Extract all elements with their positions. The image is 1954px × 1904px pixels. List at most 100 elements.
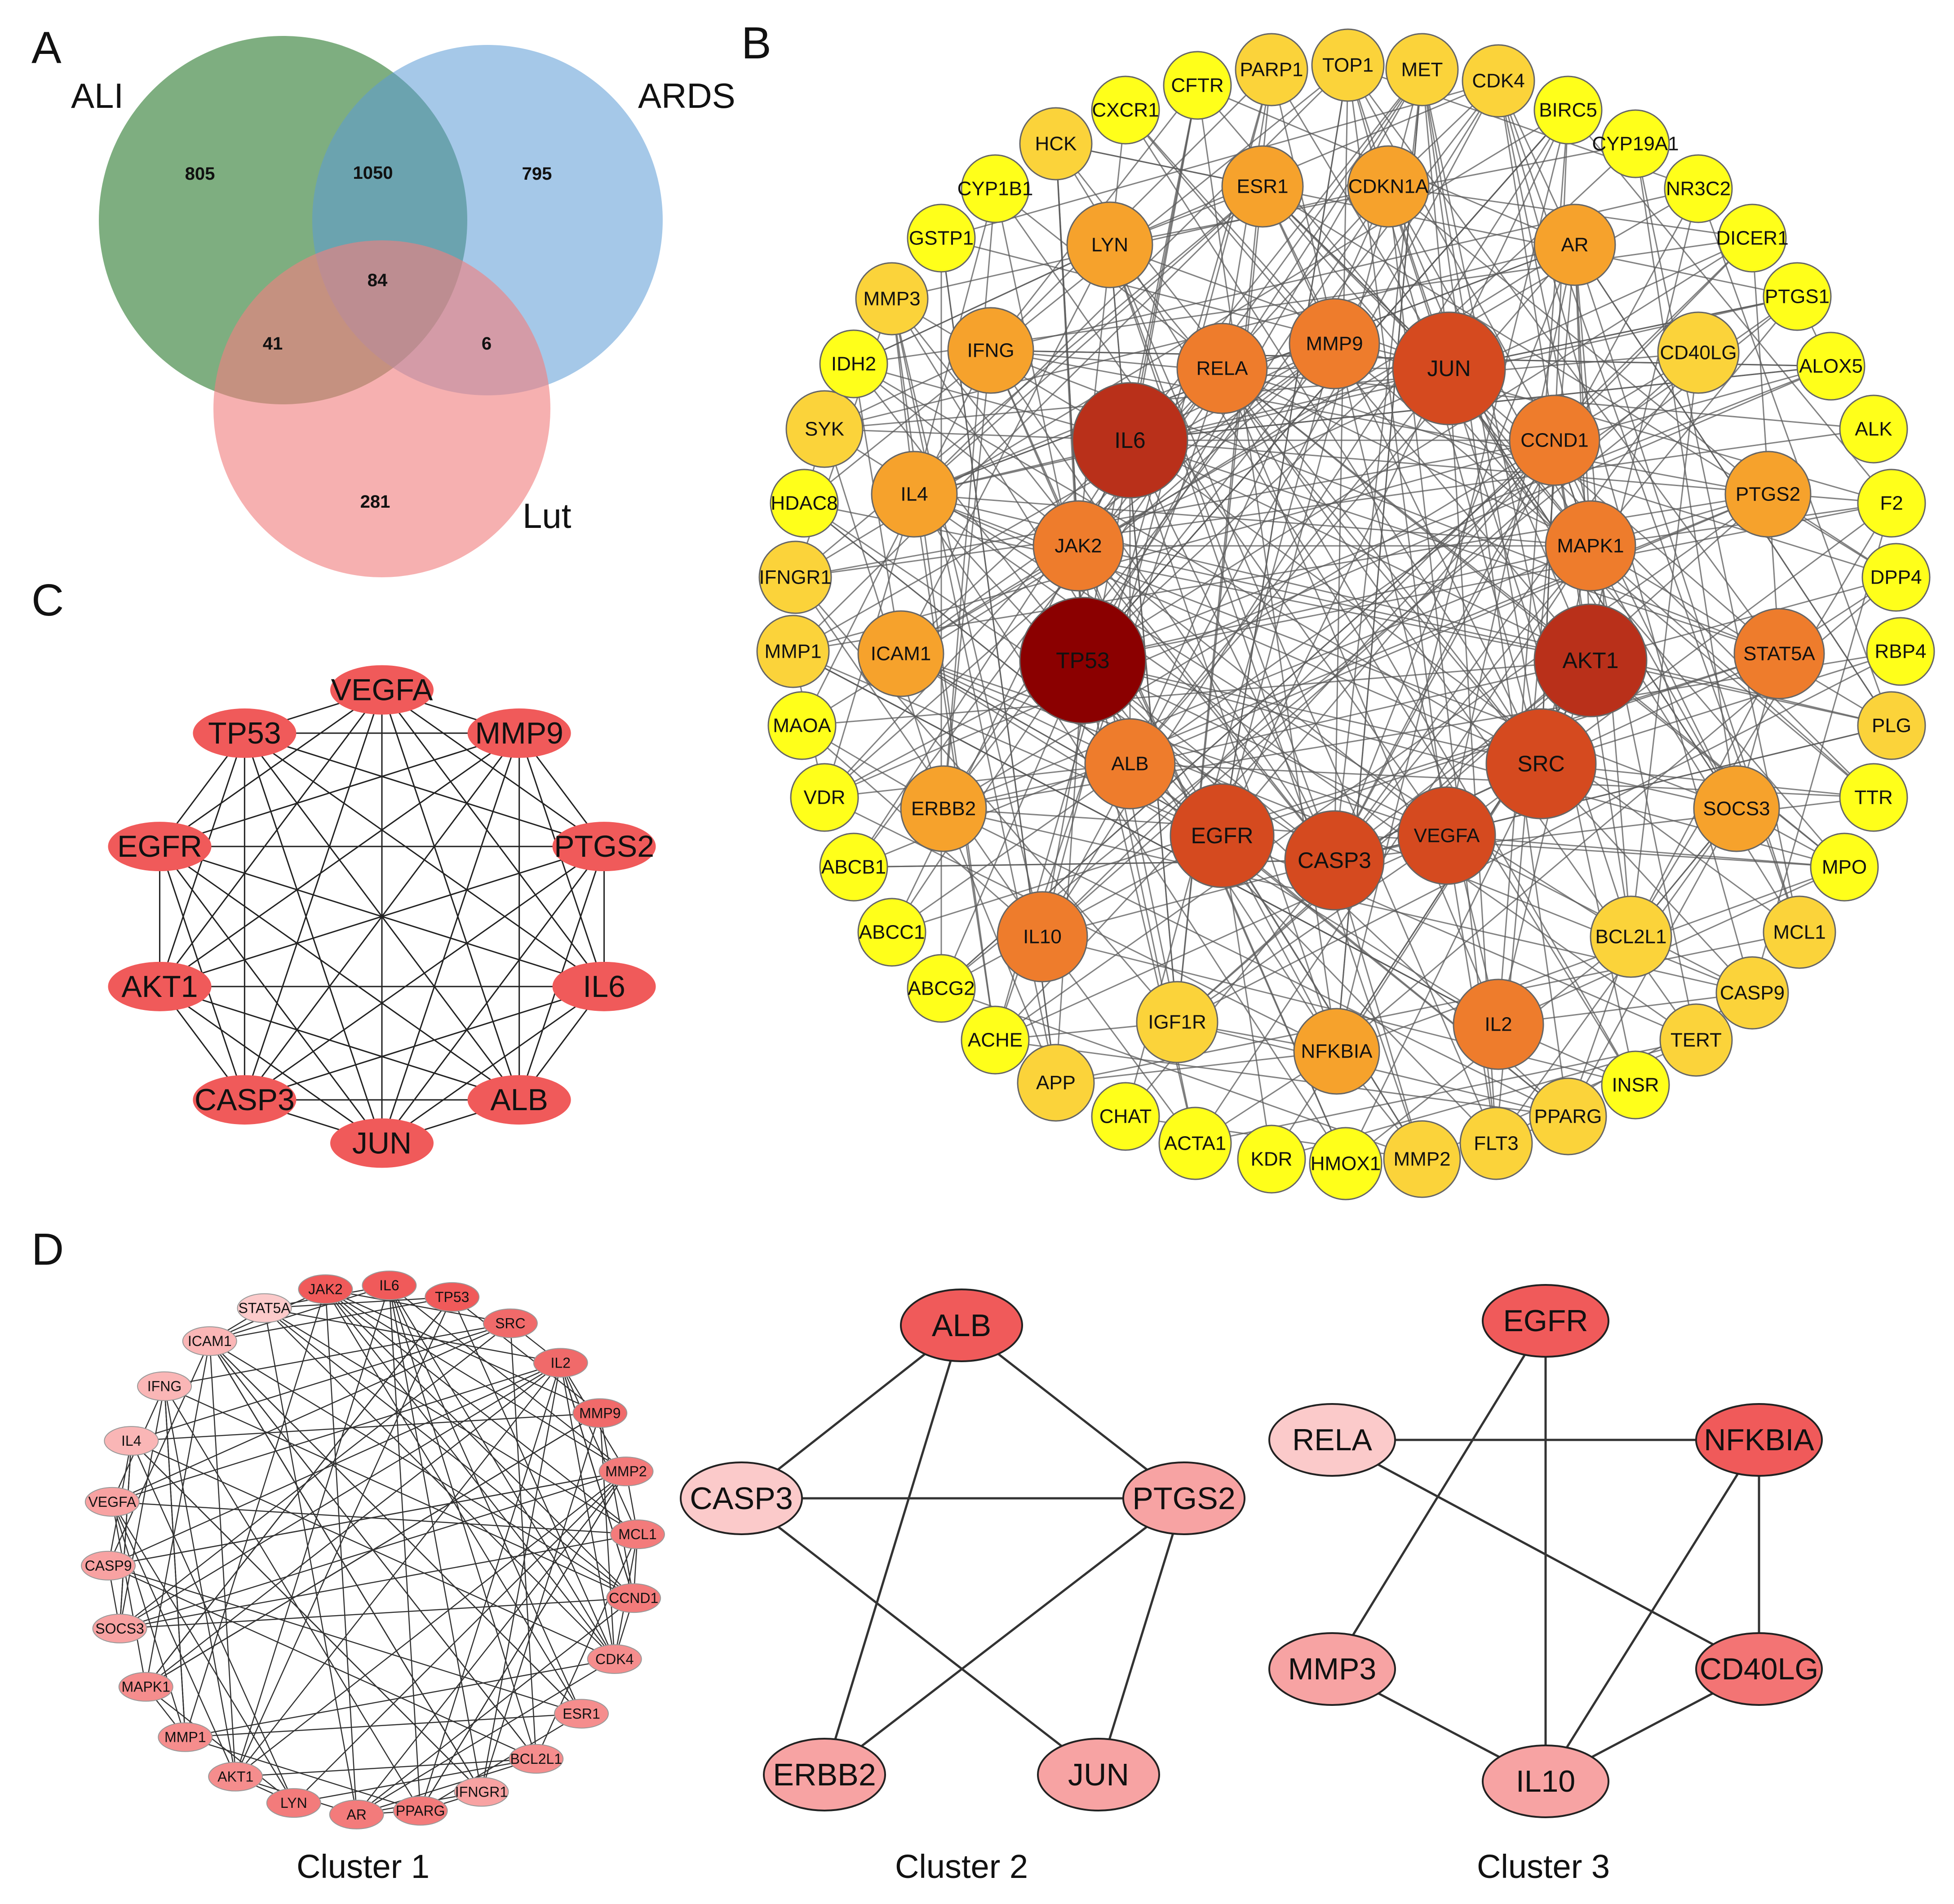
node-label-cd40lg: CD40LG (1660, 342, 1737, 364)
edge-bcl2l1-f2 (1630, 503, 1892, 937)
node-label-alk: ALK (1855, 418, 1892, 440)
c1-node-lyn: LYN (266, 1788, 321, 1818)
node-circle-tert (1659, 1003, 1733, 1077)
node-cd40lg: CD40LG (1657, 311, 1740, 394)
c1-edge-mmp2-jak2 (325, 1289, 627, 1472)
node-circle-ifngr1 (758, 540, 832, 614)
hub-label-tp53: TP53 (208, 716, 281, 750)
edge-rbp4-src (1541, 651, 1901, 765)
c1-ellipse-ccnd1 (606, 1583, 661, 1613)
edge-vdr-alox5 (824, 365, 1831, 798)
c1-edge-mapk1-lyn (145, 1686, 294, 1804)
node-label-cyp1b1: CYP1B1 (957, 178, 1033, 200)
edge-jun-egfr (159, 846, 383, 1144)
node-label-acta1: ACTA1 (1164, 1133, 1227, 1155)
network-c-edges (159, 689, 605, 1144)
c1-ellipse-tp53 (425, 1282, 480, 1312)
c3-label-cd40lg: CD40LG (1700, 1652, 1819, 1686)
c1-edge-pparg-il6 (389, 1285, 421, 1811)
node-circle-jak2 (1032, 500, 1124, 592)
c1-edge-bcl2l1-src (510, 1323, 537, 1759)
node-app: APP (1017, 1044, 1095, 1122)
c1-edge-cdk4-ar (356, 1658, 615, 1815)
c1-node-mcl1: MCL1 (610, 1519, 665, 1550)
node-rbp4: RBP4 (1866, 617, 1935, 686)
node-dpp4: DPP4 (1861, 543, 1931, 612)
c1-edge-esr1-mmp1 (185, 1713, 582, 1738)
c1-label-socs3: SOCS3 (95, 1621, 144, 1637)
node-ccnd1: CCND1 (1509, 394, 1600, 486)
edge-il6-nfkbia (1129, 440, 1338, 1052)
c1-edge-lyn-il4 (131, 1440, 294, 1803)
venn-label-lut: Lut (523, 496, 572, 536)
hub-ellipse-jun (330, 1118, 434, 1168)
node-circle-cd40lg (1657, 311, 1740, 394)
node-circle-kdr (1237, 1125, 1306, 1194)
edge-casp3-mmp3 (891, 298, 1335, 861)
c1-label-il4: IL4 (121, 1433, 141, 1449)
c1-label-tp53: TP53 (435, 1289, 469, 1305)
c2-label-casp3: CASP3 (690, 1481, 793, 1516)
hub-node-mmp9: MMP9 (467, 708, 571, 758)
c2-ellipse-erbb2 (763, 1738, 886, 1811)
edge-plg-nr3c2 (1697, 188, 1892, 726)
venn-label-ali: ALI (71, 76, 124, 115)
c1-edge-ar-stat5a (264, 1308, 357, 1815)
cluster-3-edges (1331, 1320, 1760, 1783)
c1-edge-akt1-icam1 (209, 1341, 236, 1777)
edge-il4-ptgs1 (914, 296, 1798, 495)
node-label-il10: IL10 (1023, 926, 1062, 948)
c1-edge-il6-ifngr1 (389, 1285, 482, 1792)
edge-alb-akt1 (159, 986, 520, 1101)
c3-label-egfr: EGFR (1503, 1304, 1588, 1338)
c1-edge-socs3-il2 (119, 1362, 561, 1629)
c1-edge-mmp9-tp53 (452, 1296, 601, 1414)
node-circle-nr3c2 (1664, 154, 1733, 223)
node-mmp9: MMP9 (1289, 298, 1380, 390)
node-met: MET (1385, 33, 1459, 106)
node-label-maoa: MAOA (773, 715, 831, 737)
c1-label-il2: IL2 (550, 1355, 570, 1371)
c3-ellipse-egfr (1482, 1284, 1609, 1358)
c1-node-socs3: SOCS3 (92, 1613, 147, 1643)
node-circle-socs3 (1693, 765, 1780, 852)
c2-node-ptgs2: PTGS2 (1122, 1461, 1245, 1535)
c2-edge-ptgs2-jun (1097, 1498, 1185, 1775)
c1-ellipse-src (483, 1308, 538, 1338)
node-circle-akt1 (1533, 603, 1648, 717)
c3-ellipse-mmp3 (1268, 1632, 1396, 1706)
node-label-il2: IL2 (1484, 1014, 1512, 1036)
c1-edge-vegfa-akt1 (111, 1501, 236, 1777)
node-circle-ptgs2 (1724, 451, 1812, 538)
edge-igf1r-lyn (1109, 244, 1178, 1023)
edge-vegfa-cyp1b1 (994, 188, 1448, 836)
edge-nr3c2-casp3 (1334, 188, 1699, 861)
edge-dicer1-tp53 (1082, 237, 1753, 661)
panel-label-c: C (31, 575, 64, 625)
node-src: SRC (1485, 708, 1597, 819)
edge-alb-ar (1129, 244, 1576, 764)
c1-ellipse-mcl1 (610, 1519, 665, 1550)
node-lyn: LYN (1066, 201, 1153, 288)
edge-erbb2-cyp1b1 (943, 188, 996, 809)
node-circle-casp3 (1284, 810, 1385, 911)
node-cftr: CFTR (1163, 51, 1232, 120)
c1-edge-src-ifng (164, 1323, 511, 1387)
c1-edge-ifng-mmp1 (164, 1386, 186, 1737)
node-circle-alox5 (1796, 332, 1865, 401)
edge-idh2-lyn (853, 244, 1110, 365)
node-label-ache: ACHE (968, 1029, 1023, 1051)
hub-ellipse-egfr (108, 822, 212, 872)
c1-edge-vegfa-src (112, 1323, 511, 1503)
c2-label-ptgs2: PTGS2 (1132, 1481, 1236, 1516)
c2-label-alb: ALB (932, 1308, 991, 1343)
edge-il2-mmp1 (793, 651, 1499, 1025)
node-syk: SYK (785, 390, 864, 468)
node-label-src: SRC (1517, 751, 1565, 776)
edge-hmox1-il4 (913, 494, 1347, 1164)
node-label-socs3: SOCS3 (1703, 798, 1770, 820)
node-insr: INSR (1601, 1050, 1670, 1120)
c1-label-pparg: PPARG (396, 1802, 445, 1819)
network-b-edges (792, 64, 1901, 1165)
